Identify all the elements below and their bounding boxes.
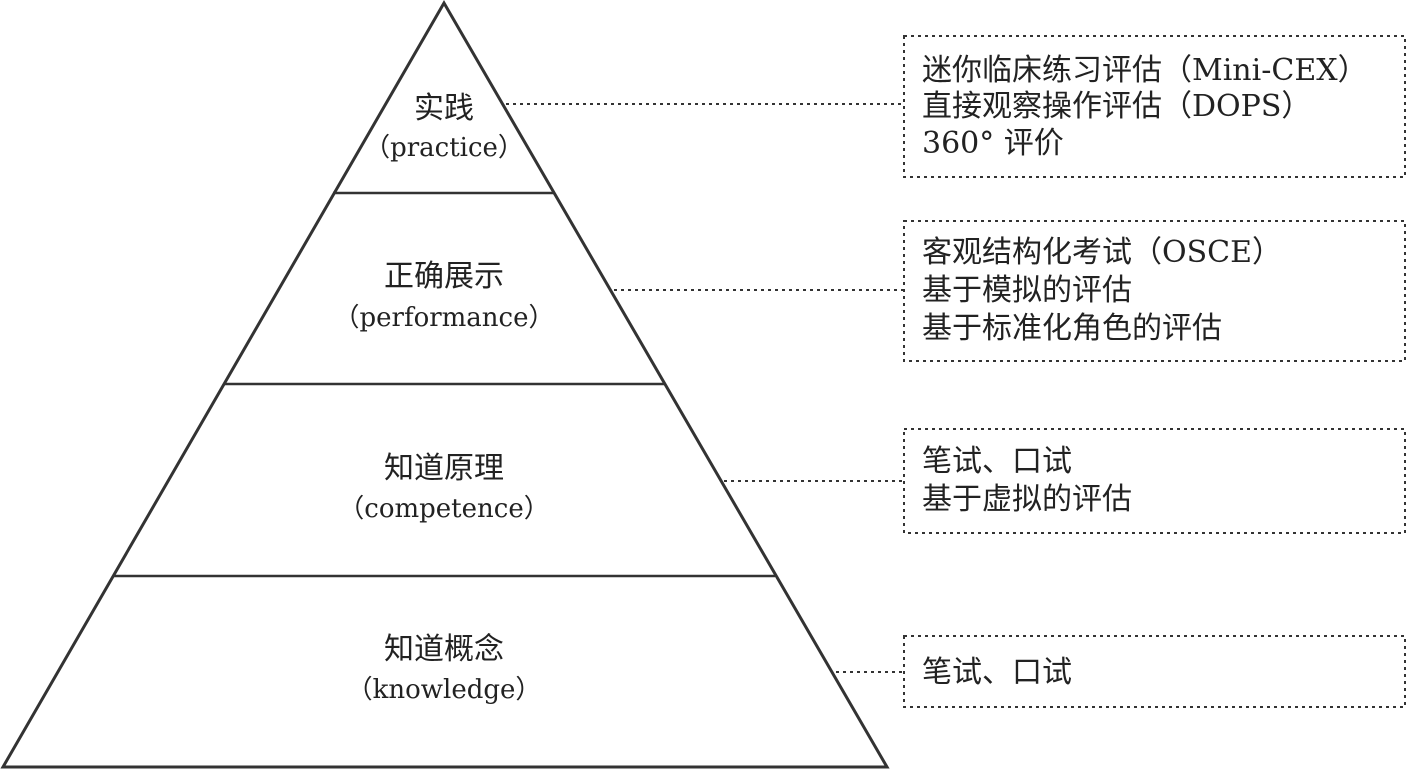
method-item: 基于标准化角色的评估 <box>922 311 1222 346</box>
method-item: 直接观察操作评估（DOPS） <box>922 89 1311 124</box>
method-item: 笔试、口试 <box>922 655 1072 690</box>
methods-box <box>903 220 1406 362</box>
method-item: 迷你临床练习评估（Mini-CEX） <box>922 53 1368 88</box>
methods-box <box>903 428 1406 534</box>
level-performance: 正确展示 （performance） 客观结构化考试（OSCE） 基于模拟的评估… <box>333 220 1406 362</box>
method-item: 基于模拟的评估 <box>922 273 1132 308</box>
level-term: （knowledge） <box>347 675 542 705</box>
level-term: （performance） <box>333 303 554 333</box>
methods-box <box>903 35 1406 178</box>
pyramid-outline <box>0 0 890 769</box>
method-item: 客观结构化考试（OSCE） <box>922 235 1282 270</box>
level-name: 实践 <box>414 91 474 126</box>
level-name: 知道原理 <box>384 451 504 486</box>
level-name: 正确展示 <box>384 259 504 294</box>
methods-box <box>903 635 1406 708</box>
level-name: 知道概念 <box>384 632 504 667</box>
level-practice: 实践 （practice） 迷你临床练习评估（Mini-CEX） 直接观察操作评… <box>364 35 1406 178</box>
method-item: 基于虚拟的评估 <box>922 482 1132 517</box>
level-term: （competence） <box>338 494 549 524</box>
method-item: 360° 评价 <box>922 126 1064 161</box>
level-competence: 知道原理 （competence） 笔试、口试 基于虚拟的评估 <box>338 428 1406 534</box>
method-item: 笔试、口试 <box>922 444 1072 479</box>
level-knowledge: 知道概念 （knowledge） 笔试、口试 <box>347 632 1406 708</box>
level-term: （practice） <box>364 133 524 163</box>
